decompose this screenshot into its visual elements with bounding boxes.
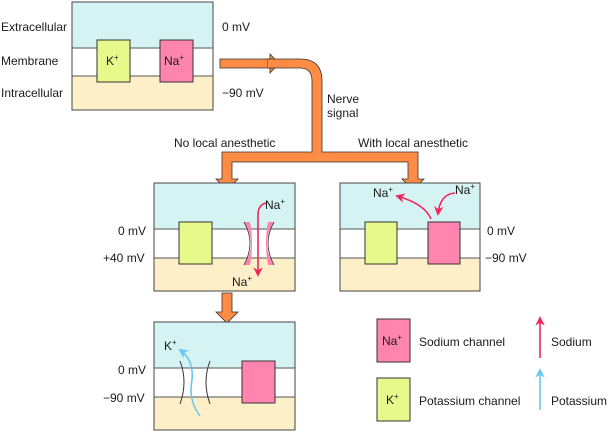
repolarized-voltage-top: 0 mV	[118, 363, 146, 377]
legend-sodium-arrow-label: Sodium	[551, 335, 592, 349]
resting-voltage-top: 0 mV	[222, 20, 250, 34]
panel-blocked: Na+ Na+	[339, 182, 481, 292]
nerve-signal-label-line2: signal	[327, 106, 358, 120]
legend-potassium-channel-label: Potassium channel	[419, 394, 520, 408]
na-left-label: Na+	[373, 185, 393, 200]
na-channel-label: Na+	[164, 53, 184, 68]
na-outside-label: Na+	[265, 197, 285, 212]
blocked-sodium-channel	[427, 221, 461, 265]
down-arrow-repolarize	[215, 292, 239, 324]
legend-sodium-swatch-label: Na+	[382, 333, 402, 348]
blocked-voltage-bottom: −90 mV	[485, 251, 527, 265]
extracellular-label: Extracellular	[1, 20, 67, 34]
nerve-signal-label-line1: Nerve	[327, 92, 359, 106]
na-inside-label: Na+	[232, 274, 252, 289]
depolarized-voltage-bottom: +40 mV	[103, 251, 145, 265]
potassium-channel	[178, 221, 213, 265]
legend-sodium-channel-swatch	[376, 318, 411, 363]
branch-no-anesthetic-label: No local anesthetic	[174, 136, 275, 150]
potassium-efflux-arrow	[178, 348, 201, 417]
panel-depolarized: Na+ Na+	[153, 182, 296, 292]
resting-voltage-bottom: −90 mV	[222, 86, 264, 100]
panel-resting: K+ Na+	[71, 1, 214, 111]
potassium-channel	[96, 39, 131, 83]
sodium-channel	[241, 360, 276, 404]
k-channel-label: K+	[106, 53, 119, 68]
sodium-approach-arrow	[433, 192, 456, 216]
open-sodium-channel	[243, 221, 275, 266]
repolarized-voltage-bottom: −90 mV	[103, 391, 145, 405]
membrane-label: Membrane	[1, 54, 59, 68]
sodium-influx-arrow	[253, 202, 267, 277]
k-outside-label: K+	[164, 338, 177, 353]
legend-sodium-channel-label: Sodium channel	[419, 335, 505, 349]
nerve-signal-arrow	[215, 52, 425, 191]
depolarized-voltage-top: 0 mV	[118, 224, 146, 238]
legend-potassium-arrow-label: Potassium	[551, 394, 607, 408]
open-potassium-channel	[179, 360, 211, 405]
legend-potassium-swatch-label: K+	[386, 392, 399, 407]
intracellular-label: Intracellular	[1, 86, 63, 100]
blocked-voltage-top: 0 mV	[487, 224, 515, 238]
potassium-channel	[364, 221, 398, 265]
legend-potassium-channel-swatch	[376, 377, 411, 422]
legend: Na+ Sodium channel K+ Potassium channel …	[376, 316, 607, 422]
na-right-label: Na+	[455, 182, 475, 197]
panel-repolarized: K+	[153, 321, 296, 431]
branch-with-anesthetic-label: With local anesthetic	[358, 136, 468, 150]
sodium-repelled-arrow	[395, 193, 432, 220]
sodium-channel	[159, 39, 194, 83]
